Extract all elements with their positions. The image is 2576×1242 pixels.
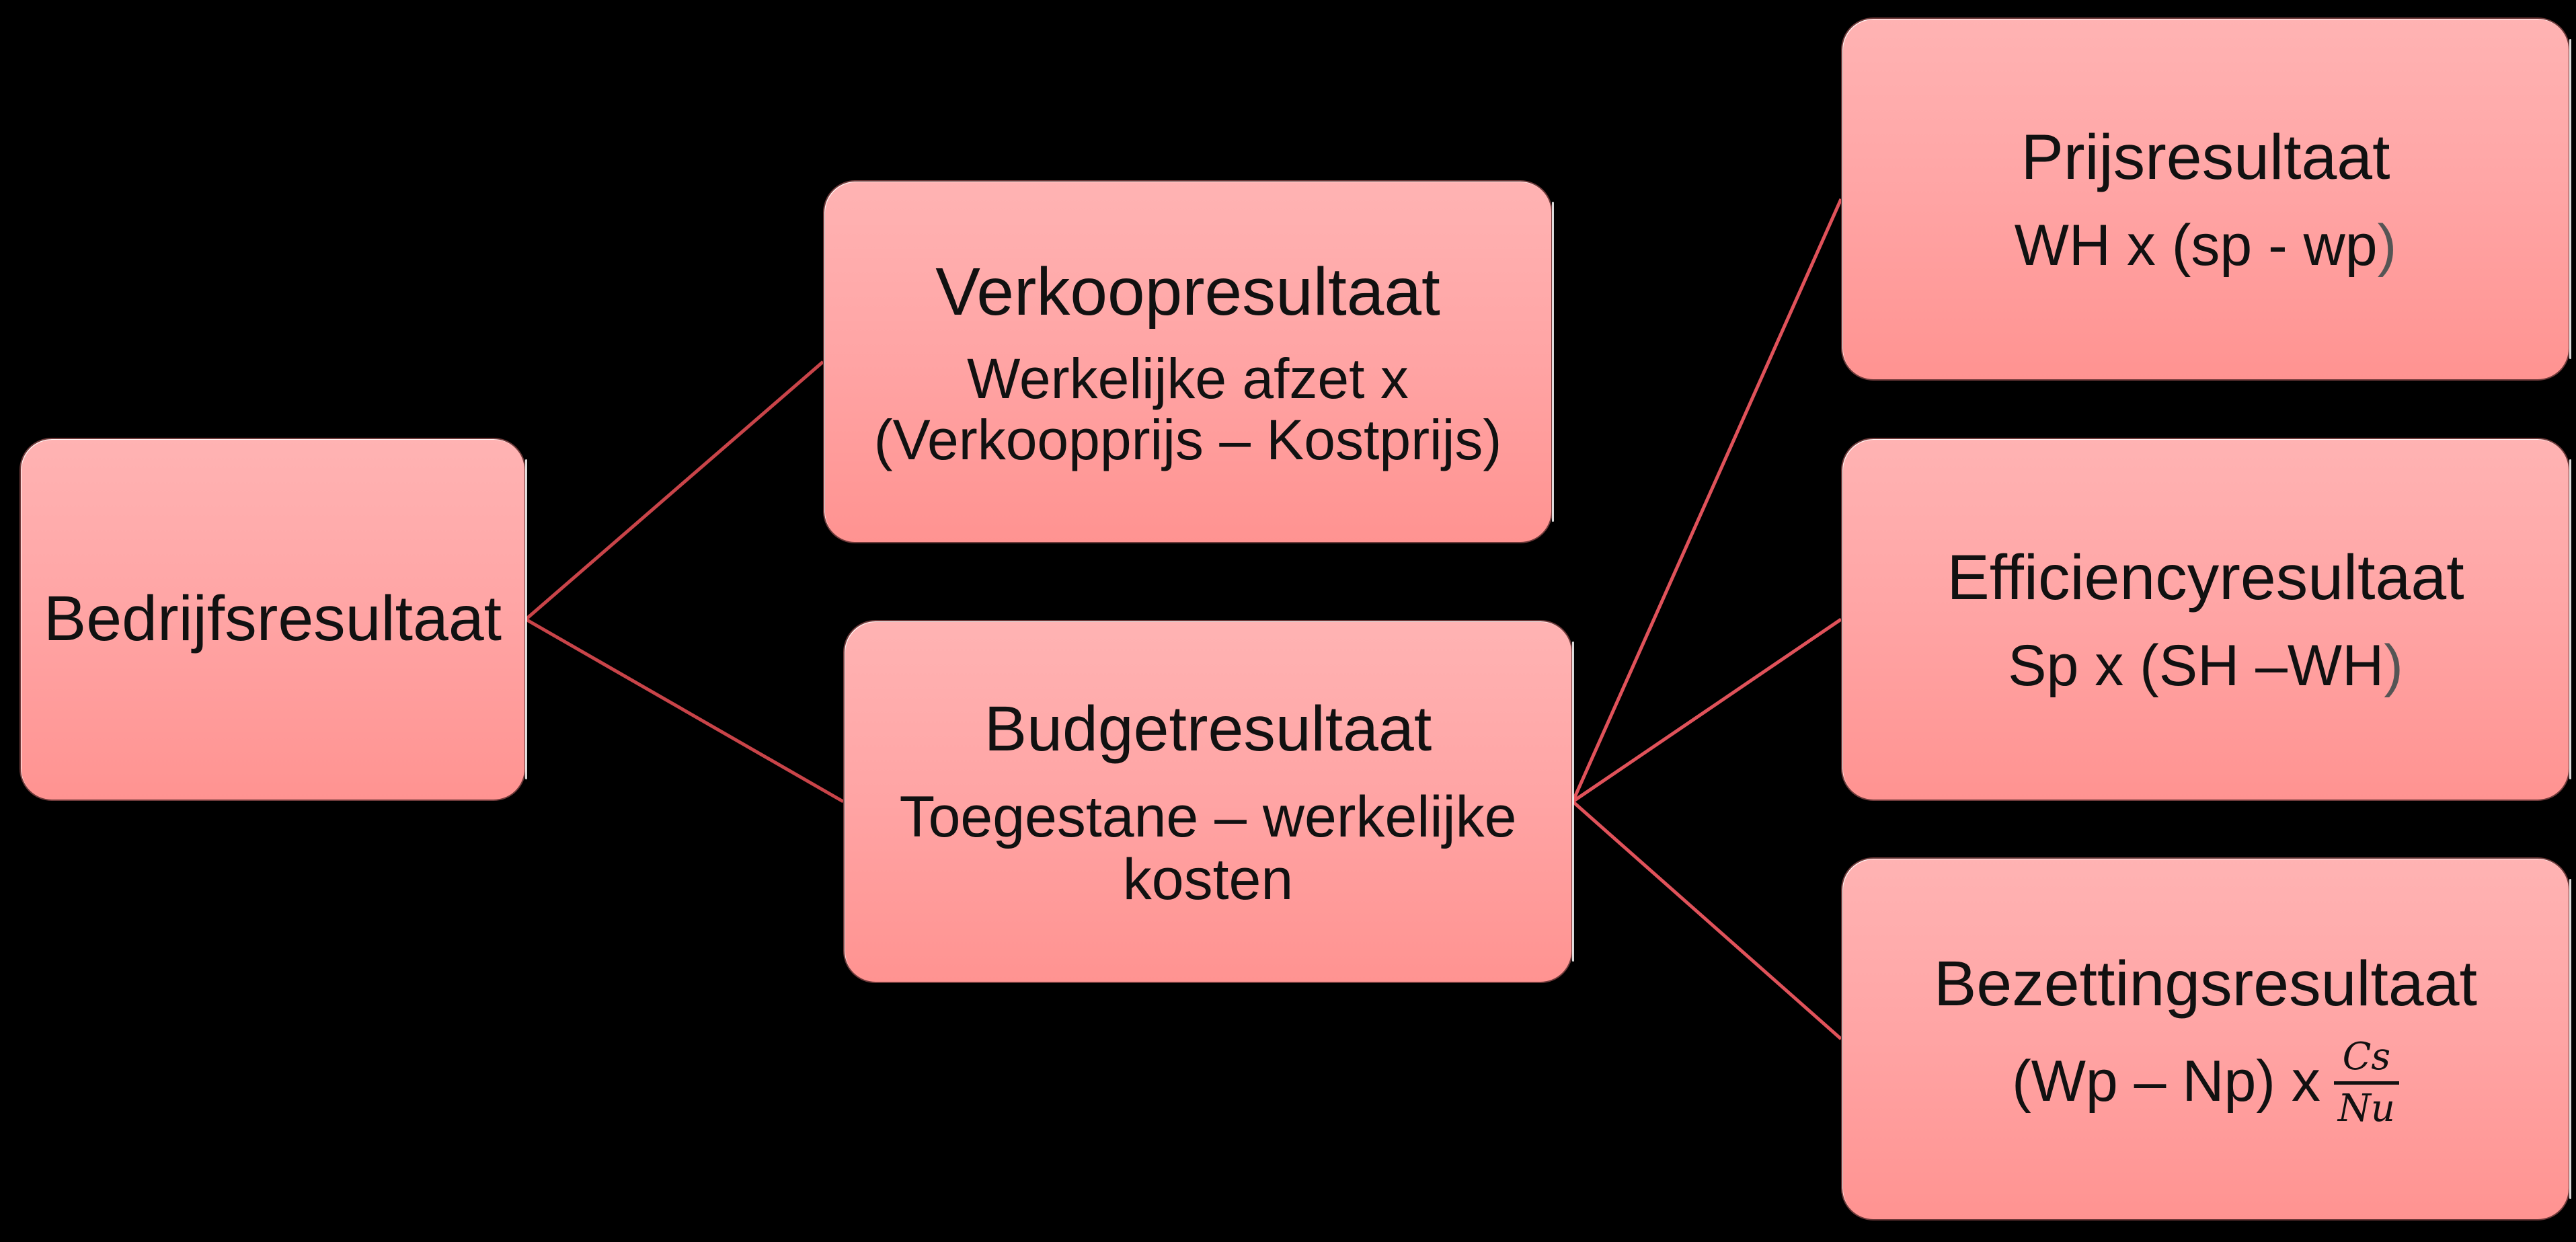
node-efficiencyresultaat: Efficiencyresultaat Sp x (SH –WH) bbox=[1841, 438, 2571, 801]
edge-budget-efficiency bbox=[1571, 617, 1842, 804]
formula-close-paren: ) bbox=[2377, 213, 2397, 278]
node-title: Budgetresultaat bbox=[984, 693, 1432, 765]
fraction-bar bbox=[2333, 1081, 2399, 1085]
edge-budget-bezetting bbox=[1571, 800, 1842, 1040]
node-formula: (Wp – Np) x Cs Nu bbox=[2012, 1035, 2399, 1131]
node-formula: WH x (sp - wp) bbox=[2015, 215, 2397, 277]
node-formula: Sp x (SH –WH) bbox=[2008, 635, 2403, 697]
formula-line: Werkelijke afzet x bbox=[967, 346, 1409, 410]
node-title: Prijsresultaat bbox=[2021, 121, 2390, 193]
node-prijsresultaat: Prijsresultaat WH x (sp - wp) bbox=[1841, 17, 2571, 381]
edge-root-verkoop bbox=[524, 360, 824, 621]
node-formula: Toegestane – werkelijke kosten bbox=[899, 784, 1517, 912]
node-title: Bezettingsresultaat bbox=[1934, 947, 2477, 1019]
edge-root-budget bbox=[524, 617, 845, 804]
formula-text: (Wp – Np) x bbox=[2012, 1049, 2320, 1114]
formula-line: (Verkoopprijs – Kostprijs) bbox=[873, 407, 1502, 471]
node-budgetresultaat: Budgetresultaat Toegestane – werkelijke … bbox=[843, 620, 1574, 983]
formula-line: kosten bbox=[1122, 847, 1294, 912]
formula-close-paren: ) bbox=[2384, 633, 2403, 699]
fraction-denominator: Nu bbox=[2337, 1087, 2395, 1131]
formula-text: WH x (sp - wp bbox=[2014, 213, 2378, 278]
node-bedrijfsresultaat: Bedrijfsresultaat bbox=[19, 438, 527, 801]
edge-budget-prijs bbox=[1571, 198, 1843, 803]
fraction-numerator: Cs bbox=[2342, 1035, 2391, 1079]
formula-text: Sp x (SH –WH bbox=[2008, 633, 2384, 699]
node-title: Bedrijfsresultaat bbox=[43, 583, 502, 655]
node-formula: Werkelijke afzet x (Verkoopprijs – Kostp… bbox=[874, 348, 1502, 470]
node-title: Efficiencyresultaat bbox=[1947, 541, 2464, 613]
formula-line: Toegestane – werkelijke bbox=[899, 784, 1517, 849]
fraction: Cs Nu bbox=[2333, 1035, 2399, 1131]
node-bezettingsresultaat: Bezettingsresultaat (Wp – Np) x Cs Nu bbox=[1841, 857, 2571, 1220]
node-title: Verkoopresultaat bbox=[935, 254, 1440, 329]
node-verkoopresultaat: Verkoopresultaat Werkelijke afzet x (Ver… bbox=[823, 180, 1554, 543]
